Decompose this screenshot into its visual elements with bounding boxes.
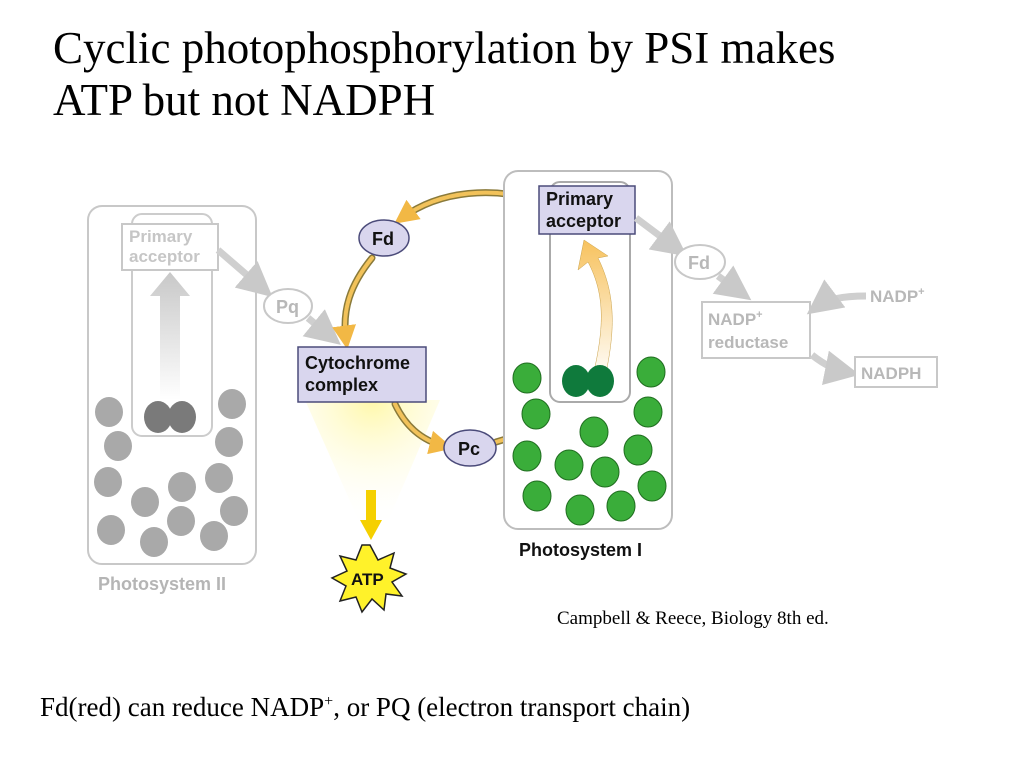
reductase-to-nadph-arrow <box>809 350 860 386</box>
psii-to-pq-arrow <box>215 247 273 298</box>
pc-node <box>443 429 497 467</box>
fd-node-cycle <box>358 219 410 257</box>
slide-title-line-2: ATP but not NADPH <box>53 75 436 125</box>
pq-label: Pq <box>276 297 299 317</box>
psii-excitation-arrow <box>150 272 190 400</box>
slide-title-line-1: Cyclic photophosphorylation by PSI makes <box>53 23 836 73</box>
atp-starburst <box>330 544 408 614</box>
footer-note: Fd(red) can reduce NADP+, or PQ (electro… <box>40 692 690 723</box>
nadp-reductase-label-1: NADP+ <box>708 309 763 329</box>
slide-title: Cyclic photophosphorylation by PSI makes… <box>53 22 993 126</box>
psii-pigments <box>94 389 248 557</box>
photosystem-ii-group: Primary acceptor Photosystem II <box>87 205 257 594</box>
psii-primary-acceptor-label-1: Primary <box>129 227 193 246</box>
fd-label-right: Fd <box>688 253 710 273</box>
psii-p680-right <box>168 401 196 433</box>
psii-primary-acceptor-box <box>121 223 219 271</box>
atp-label: ATP <box>351 570 384 589</box>
fd-label-cycle: Fd <box>372 229 394 249</box>
nadph-box <box>854 356 938 388</box>
psi-primary-acceptor-label-1: Primary <box>546 189 613 209</box>
photosystem-ii-label: Photosystem II <box>98 574 226 594</box>
nadph-label: NADPH <box>861 364 921 383</box>
footer-note-superscript: + <box>324 693 334 710</box>
fd-to-reductase-arrow <box>712 265 752 301</box>
photosystem-i-label: Photosystem I <box>519 540 642 560</box>
psii-p680-left <box>144 401 172 433</box>
psi-excitation-arrow <box>577 239 613 383</box>
psi-p700-left <box>562 365 590 397</box>
cytochrome-complex-box <box>297 346 427 403</box>
psii-primary-acceptor-label-2: acceptor <box>129 247 200 266</box>
footer-note-text-end: , or PQ (electron transport chain) <box>333 692 691 722</box>
psi-primary-acceptor-box <box>538 185 636 235</box>
nadp-plus-label: NADP+ <box>870 286 925 306</box>
pq-node <box>263 288 313 324</box>
nadp-plus-arrow <box>806 279 867 315</box>
cytochrome-label-1: Cytochrome <box>305 353 410 373</box>
pc-label: Pc <box>458 439 480 459</box>
psi-p700-right <box>586 365 614 397</box>
psi-primary-acceptor-label-2: acceptor <box>546 211 621 231</box>
atp-energy-arrow <box>360 490 382 540</box>
cytochrome-label-2: complex <box>305 375 378 395</box>
fd-node-right <box>674 244 726 280</box>
nadp-reductase-label-2: reductase <box>708 333 788 352</box>
psi-pigments <box>512 356 667 526</box>
acceptor-to-fd-right-arrow <box>633 215 688 257</box>
citation: Campbell & Reece, Biology 8th ed. <box>557 608 829 629</box>
atp-energy-glow <box>305 400 440 528</box>
pq-to-cytochrome-arrow <box>302 309 341 345</box>
nadp-reductase-box <box>701 301 811 359</box>
footer-note-text: Fd(red) can reduce NADP <box>40 692 325 722</box>
photosystem-i-group: Primary acceptor Photosystem I <box>503 170 673 560</box>
